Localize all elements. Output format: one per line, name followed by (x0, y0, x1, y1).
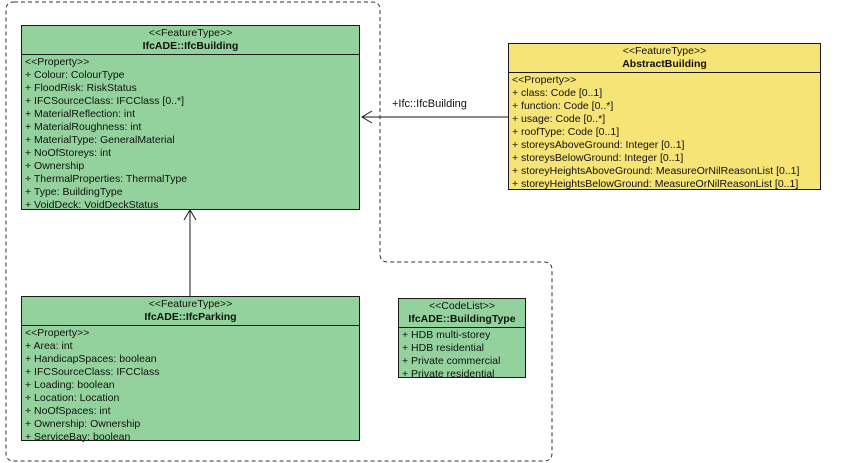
stereotype-label: <<FeatureType>> (148, 27, 233, 39)
attribute: + Loading: boolean (25, 379, 115, 391)
attribute-list: <<Property>> + Area: int + HandicapSpace… (22, 326, 359, 446)
attribute: + Type: BuildingType (25, 186, 123, 198)
class-header: <<CodeList>> IfcADE::BuildingType (399, 299, 525, 328)
attribute: + storeyHeightsBelowGround: MeasureOrNil… (512, 178, 799, 190)
class-name: IfcADE::IfcParking (144, 311, 237, 323)
attribute: + NoOfSpaces: int (25, 405, 111, 417)
attribute: + usage: Code [0..*] (512, 113, 606, 125)
attribute: + MaterialReflection: int (25, 108, 136, 120)
codelist-value: + Private residential (402, 368, 495, 380)
attribute: + ServiceBay: boolean (25, 431, 131, 443)
class-name: IfcADE::IfcBuilding (142, 40, 239, 52)
class-header: <<FeatureType>> AbstractBuilding (509, 44, 820, 73)
association-label: +Ifc::IfcBuilding (392, 98, 467, 110)
association-arrowhead (361, 110, 373, 124)
attribute: + function: Code [0..*] (512, 100, 614, 112)
attribute-list: <<Property>> + class: Code [0..1] + func… (509, 73, 820, 193)
class-building-type[interactable]: <<CodeList>> IfcADE::BuildingType + HDB … (398, 298, 526, 380)
attribute: + class: Code [0..1] (512, 87, 603, 99)
attribute: + storeysBelowGround: Integer [0..1] (512, 152, 684, 164)
class-ifc-building[interactable]: <<FeatureType>> IfcADE::IfcBuilding <<Pr… (21, 25, 360, 211)
package-boundary (5, 1, 553, 462)
property-section-label: <<Property>> (512, 74, 577, 86)
attribute: + Ownership: Ownership (25, 418, 141, 430)
attribute: + Location: Location (25, 392, 120, 404)
class-name: AbstractBuilding (622, 58, 707, 70)
attribute: + storeyHeightsAboveGround: MeasureOrNil… (512, 165, 800, 177)
attribute: + HandicapSpaces: boolean (25, 353, 157, 365)
stereotype-label: <<CodeList>> (429, 300, 495, 312)
attribute: + Ownership (25, 160, 85, 172)
class-ifc-parking[interactable]: <<FeatureType>> IfcADE::IfcParking <<Pro… (21, 296, 360, 443)
parking-link-arrowhead (183, 209, 197, 221)
attribute: + VoidDeck: VoidDeckStatus (25, 199, 159, 211)
class-header: <<FeatureType>> IfcADE::IfcParking (22, 297, 359, 326)
attribute: + storeysAboveGround: Integer [0..1] (512, 139, 685, 151)
attribute: + MaterialType: GeneralMaterial (25, 134, 175, 146)
attribute: + Area: int (25, 340, 73, 352)
attribute: + IFCSourceClass: IFCClass (25, 366, 160, 378)
attribute: + Colour: ColourType (25, 69, 125, 81)
attribute-list: + HDB multi-storey + HDB residential + P… (399, 328, 525, 383)
codelist-value: + HDB multi-storey (402, 329, 491, 341)
codelist-value: + Private commercial (402, 355, 501, 367)
class-abstract-building[interactable]: <<FeatureType>> AbstractBuilding <<Prope… (508, 43, 821, 190)
attribute: + ThermalProperties: ThermalType (25, 173, 188, 185)
class-header: <<FeatureType>> IfcADE::IfcBuilding (22, 26, 359, 55)
attribute: + MaterialRoughness: int (25, 121, 142, 133)
attribute: + roofType: Code [0..1] (512, 126, 620, 138)
attribute: + IFCSourceClass: IFCClass [0..*] (25, 95, 185, 107)
stereotype-label: <<FeatureType>> (622, 45, 707, 57)
class-name: IfcADE::BuildingType (408, 313, 516, 325)
property-section-label: <<Property>> (25, 56, 90, 68)
attribute: + NoOfStoreys: int (25, 147, 112, 159)
attribute-list: <<Property>> + Colour: ColourType + Floo… (22, 55, 359, 214)
attribute: + FloodRisk: RiskStatus (25, 82, 137, 94)
property-section-label: <<Property>> (25, 327, 90, 339)
stereotype-label: <<FeatureType>> (148, 298, 233, 310)
codelist-value: + HDB residential (402, 342, 484, 354)
